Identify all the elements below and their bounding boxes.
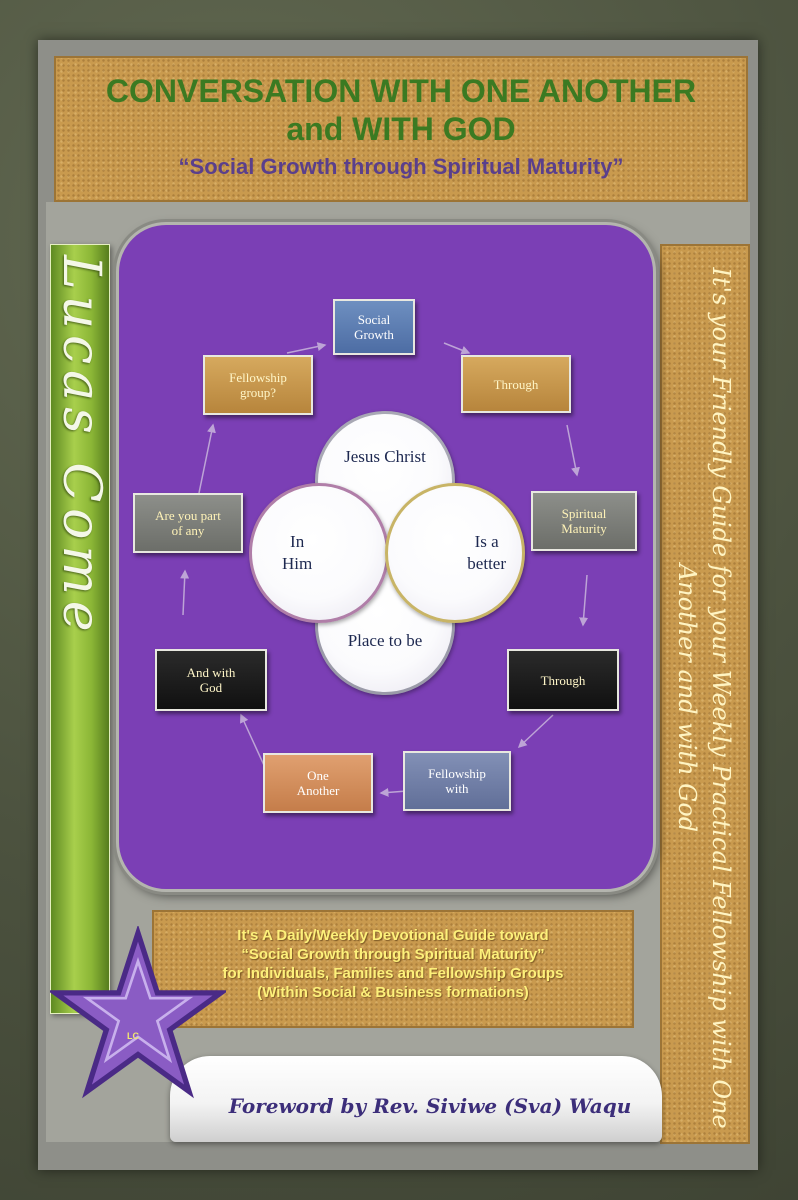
star-icon (50, 926, 226, 1099)
subtitle: “Social Growth through Spiritual Maturit… (178, 154, 624, 179)
title-panel: CONVERSATION WITH ONE ANOTHER and WITH G… (54, 56, 748, 202)
title-line-2: and WITH GOD (286, 111, 516, 147)
foreword-banner (170, 1056, 662, 1142)
tagline-strip: It's your Friendly Guide for your Weekly… (660, 244, 750, 1144)
arrow-3 (566, 424, 580, 477)
arrow-9 (198, 423, 216, 494)
cycle-arrows (180, 342, 589, 797)
arrow-1 (286, 342, 327, 354)
author-spine: Lucas Come (50, 244, 110, 1014)
arrow-5 (517, 714, 554, 749)
arrow-8 (180, 569, 190, 616)
description-line-4: (Within Social & Business formations) (257, 984, 529, 1001)
author-name: Lucas Come (51, 255, 110, 638)
title-line-1: CONVERSATION WITH ONE ANOTHER (105, 73, 697, 109)
box-through-2: Through (507, 649, 619, 711)
arrow-4 (579, 574, 589, 627)
description-panel: It's A Daily/Weekly Devotional Guide tow… (152, 910, 634, 1028)
star-badge: LC (127, 1031, 139, 1041)
box-through-1: Through (461, 355, 571, 413)
arrow-6 (379, 787, 408, 797)
foreword-text: Foreword by Rev. Siviwe (Sva) Waqu (228, 1094, 632, 1118)
arrow-2 (443, 342, 471, 355)
description-line-1: It's A Daily/Weekly Devotional Guide tow… (237, 927, 549, 944)
description-line-2: “Social Growth through Spiritual Maturit… (241, 946, 545, 963)
description-line-3: for Individuals, Families and Fellowship… (222, 965, 564, 982)
side-tagline: It's your Friendly Guide for your Weekly… (673, 267, 735, 1129)
